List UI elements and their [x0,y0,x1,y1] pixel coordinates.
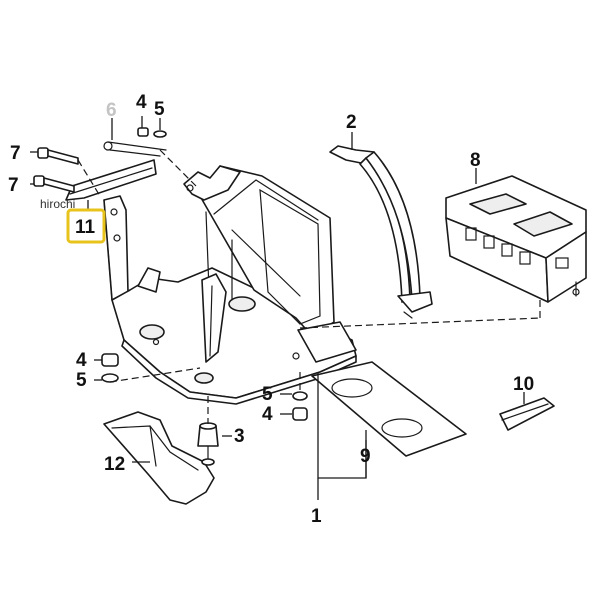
part-11-bracket [103,195,129,301]
callout-12: 12 [104,454,125,475]
callout-4-center: 4 [262,404,273,425]
callout-5-top: 5 [154,99,165,120]
callout-11-highlight [66,208,106,244]
part-9-pad [311,361,467,457]
part-3-rubber-mount [197,422,219,466]
callout-1: 1 [311,506,322,527]
callout-10: 10 [513,374,534,395]
part-bolts-and-bar [33,127,167,201]
callout-11: 11 [75,217,96,238]
callout-7-upper: 7 [10,143,21,164]
callout-labels: 1 2 3 4 4 4 5 5 5 6 7 7 8 9 10 11 12 [8,92,534,527]
callout-6: 6 [106,100,117,121]
callout-2: 2 [346,112,357,133]
callout-4-top: 4 [136,92,147,113]
part-12-guard [103,411,215,505]
callout-3: 3 [234,426,245,447]
callout-5-left: 5 [76,370,87,391]
part-1-battery-tray [111,165,357,405]
part-10-trim [499,397,555,431]
assembly-lines [77,149,541,424]
callout-9: 9 [360,446,371,467]
part-2-strap [329,145,433,319]
nut-washer-center [292,391,308,421]
nut-washer-left [101,353,119,383]
callout-4-left: 4 [76,350,87,371]
callout-8: 8 [470,150,481,171]
part-7-bolt-upper [37,147,79,165]
part-7-bolt-lower [33,175,75,193]
callout-5-center: 5 [262,384,273,405]
callout-7-lower: 7 [8,175,19,196]
leader-lines [30,116,525,500]
watermark-text: hirochi [40,197,75,211]
part-8-battery-cover [445,175,587,303]
